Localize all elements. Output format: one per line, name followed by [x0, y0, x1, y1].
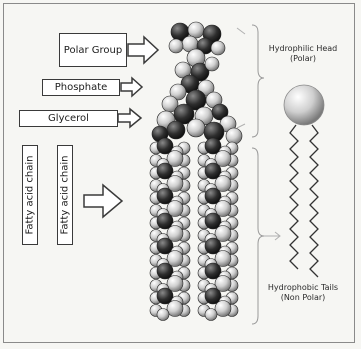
- bracket-arrow-head: [237, 28, 245, 128]
- tail-hydrogen: [205, 309, 217, 321]
- fatty-acid-chain-text-1: Fatty acid chain: [25, 156, 36, 235]
- head-atom: [211, 41, 225, 55]
- head-atom: [188, 22, 204, 38]
- tail-carbon: [167, 301, 183, 317]
- schematic-tails: [290, 125, 318, 277]
- schematic-head: [284, 85, 324, 125]
- arrow-phosphate: [121, 78, 142, 96]
- hydrophobic-tails-note: (Non Polar): [254, 293, 352, 303]
- hydrophilic-head-note: (Polar): [258, 54, 348, 64]
- arrow-polar-group: [128, 37, 158, 63]
- arrow-glycerol: [118, 109, 141, 127]
- hydrophilic-head-title: Hydrophilic Head: [258, 44, 348, 54]
- head-atom: [187, 119, 205, 137]
- bracket-arrow-tails: [264, 232, 280, 240]
- head-atom: [167, 121, 185, 139]
- tail-carbon: [215, 301, 231, 317]
- fatty-acid-chain-label-2: Fatty acid chain: [57, 145, 73, 245]
- hydrophobic-tails-label: Hydrophobic Tails (Non Polar): [254, 283, 352, 303]
- fatty-acid-chain-text-2: Fatty acid chain: [60, 156, 71, 235]
- hydrophilic-head-label: Hydrophilic Head (Polar): [258, 44, 348, 64]
- arrow-fatty-acid: [84, 185, 122, 217]
- bracket-head: [252, 25, 264, 137]
- fatty-acid-chain-label-1: Fatty acid chain: [22, 145, 38, 245]
- tail-hydrogen: [157, 309, 169, 321]
- space-filling-model: [150, 22, 242, 321]
- hydrophobic-tails-title: Hydrophobic Tails: [254, 283, 352, 293]
- phosphate-label: Phosphate: [42, 79, 120, 96]
- polar-group-label: Polar Group: [59, 33, 127, 67]
- head-atom: [169, 39, 183, 53]
- glycerol-label: Glycerol: [19, 110, 118, 127]
- head-atom: [226, 128, 242, 144]
- head-atom: [205, 57, 219, 71]
